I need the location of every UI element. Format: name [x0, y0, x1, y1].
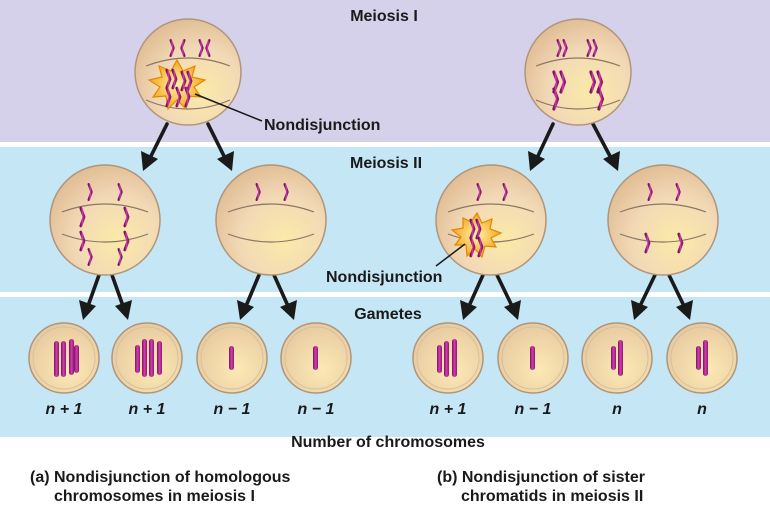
gamete-label-a2: n + 1: [129, 401, 166, 418]
caption-b: (b) Nondisjunction of sister chromatids …: [437, 468, 645, 506]
gamete-a4: [280, 322, 352, 394]
cell-b-meiosis2-right: [607, 164, 719, 276]
caption-b-line1: (b) Nondisjunction of sister: [437, 469, 645, 486]
gamete-b4: [666, 322, 738, 394]
arrow-a-g1: [79, 273, 101, 320]
arrow-b-g4: [667, 273, 693, 320]
nondisjunction-label-b: Nondisjunction: [326, 269, 442, 286]
cell-b-meiosis1: [524, 18, 632, 126]
gametes-label: Gametes: [354, 306, 422, 323]
meiosis2-label: Meiosis II: [350, 155, 422, 172]
meiosis1-band: [0, 0, 770, 142]
caption-a: (a) Nondisjunction of homologous chromos…: [30, 468, 290, 506]
caption-a-line2: chromosomes in meiosis I: [54, 488, 255, 505]
gamete-a1: [28, 322, 100, 394]
arrow-b-g3: [631, 273, 657, 320]
gamete-a2: [111, 322, 183, 394]
arrow-a-g3: [237, 273, 261, 320]
gamete-labels: n + 1 n + 1 n − 1 n − 1 n + 1 n − 1 n n: [46, 401, 708, 418]
gamete-label-a4: n − 1: [298, 401, 335, 418]
cell-a-meiosis2-left: [49, 164, 161, 276]
gamete-label-a1: n + 1: [46, 401, 83, 418]
arrow-a-g2: [110, 273, 132, 320]
gamete-b3: [581, 322, 653, 394]
arrows: [79, 122, 693, 320]
arrow-b-m1-left: [528, 122, 555, 171]
arrow-b-m1-right: [591, 122, 620, 171]
arrow-a-m1-right: [206, 122, 234, 171]
cell-a-meiosis1: [134, 18, 242, 126]
gamete-b1: [412, 322, 484, 394]
arrow-b-g1: [460, 273, 485, 320]
meiosis1-label: Meiosis I: [350, 8, 418, 25]
gamete-label-b3: n: [612, 401, 622, 418]
arrow-b-g2: [495, 273, 521, 320]
cell-b-meiosis2-left: [435, 164, 547, 276]
gamete-a3: [196, 322, 268, 394]
nondisjunction-label-a: Nondisjunction: [264, 117, 380, 134]
callout-line-a: [194, 93, 263, 122]
gamete-label-a3: n − 1: [214, 401, 251, 418]
gamete-label-b2: n − 1: [515, 401, 552, 418]
gamete-label-b1: n + 1: [430, 401, 467, 418]
cell-a-meiosis2-right: [215, 164, 327, 276]
gametes: [28, 322, 738, 394]
caption-b-line2: chromatids in meiosis II: [461, 488, 644, 505]
caption-a-line1: (a) Nondisjunction of homologous: [30, 469, 291, 486]
arrow-a-g4: [272, 273, 297, 320]
arrow-a-m1-left: [141, 122, 169, 171]
number-of-chromosomes-caption: Number of chromosomes: [291, 434, 485, 451]
gamete-b2: [497, 322, 569, 394]
gamete-label-b4: n: [697, 401, 707, 418]
callout-line-b: [435, 243, 466, 267]
nondisjunction-burst-a: [147, 58, 207, 111]
